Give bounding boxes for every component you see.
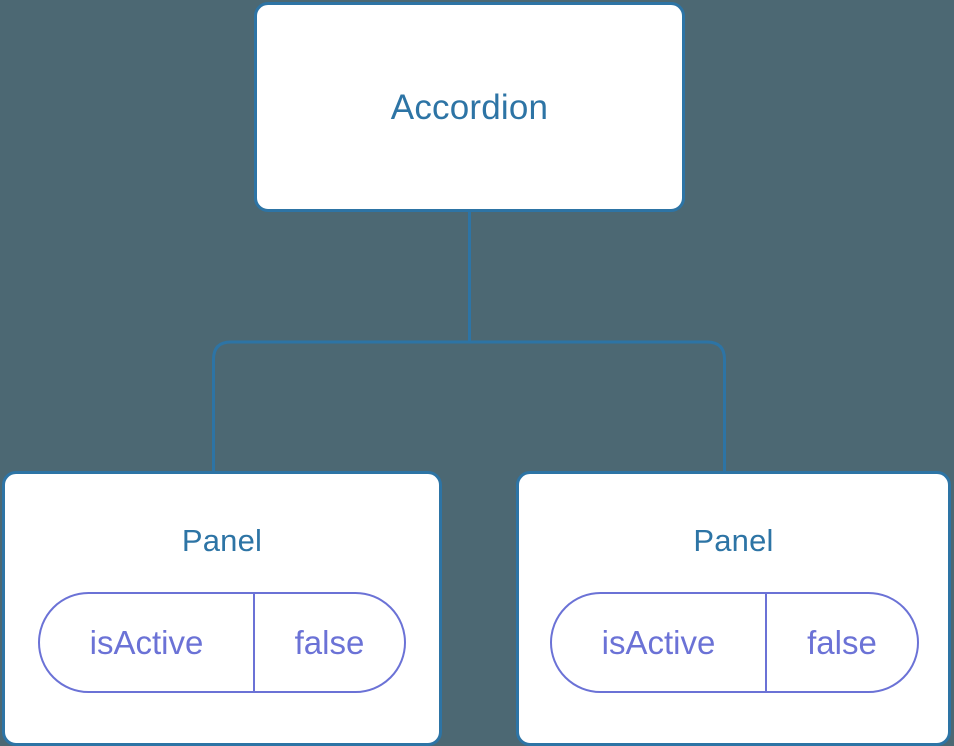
node-panel-left-body: Panel isActive false [5, 474, 439, 743]
prop-value-label: false [807, 624, 877, 661]
node-panel-right-title: Panel [693, 523, 774, 558]
node-panel-right[interactable]: Panel isActive false [516, 471, 951, 746]
connector-branch-right [469, 340, 726, 472]
prop-key-label: isActive [552, 594, 767, 691]
node-panel-left-title: Panel [181, 523, 263, 558]
prop-value-label: false [294, 624, 365, 661]
prop-pill-is-active-left[interactable]: isActive false [38, 592, 406, 693]
node-accordion[interactable]: Accordion [254, 2, 685, 212]
node-accordion-title: Accordion [390, 87, 549, 127]
node-panel-left[interactable]: Panel isActive false [2, 471, 442, 746]
prop-pill-is-active-right[interactable]: isActive false [550, 592, 919, 693]
node-panel-right-body: Panel isActive false [519, 474, 948, 743]
connector-branch-left [212, 340, 470, 472]
prop-key-label: isActive [40, 594, 255, 691]
